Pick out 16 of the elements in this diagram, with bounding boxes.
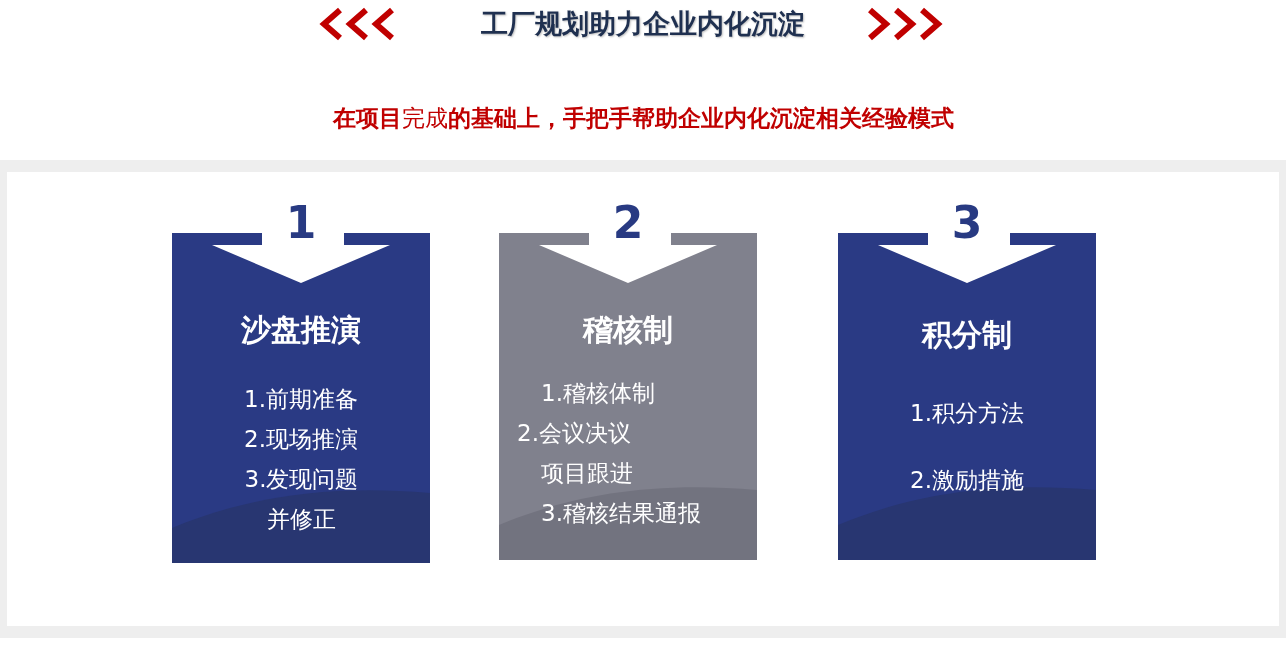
list-item: 1.稽核体制 [541, 379, 656, 408]
subtitle: 在项目完成的基础上，手把手帮助企业内化沉淀相关经验模式 [331, 104, 955, 133]
list-item: 3.发现问题并修正 [243, 465, 360, 534]
list-item: 1.前期准备 [243, 385, 359, 414]
card-heading: 积分制 [920, 316, 1013, 354]
list-item: 2.激励措施 [909, 466, 1025, 495]
card-heading: 稽核制 [581, 311, 674, 349]
list-item: 1.积分方法 [909, 399, 1025, 428]
list-item: 2.现场推演 [243, 425, 359, 454]
step-number: 3 [950, 196, 984, 250]
step-number: 1 [284, 196, 318, 250]
list-item: 2.会议决议项目跟进 [517, 419, 634, 488]
title: 工厂规划助力企业内化沉淀 [480, 7, 806, 41]
card-heading: 沙盘推演 [240, 311, 362, 349]
step-number: 2 [611, 196, 645, 250]
list-item: 3.稽核结果通报 [541, 499, 702, 528]
